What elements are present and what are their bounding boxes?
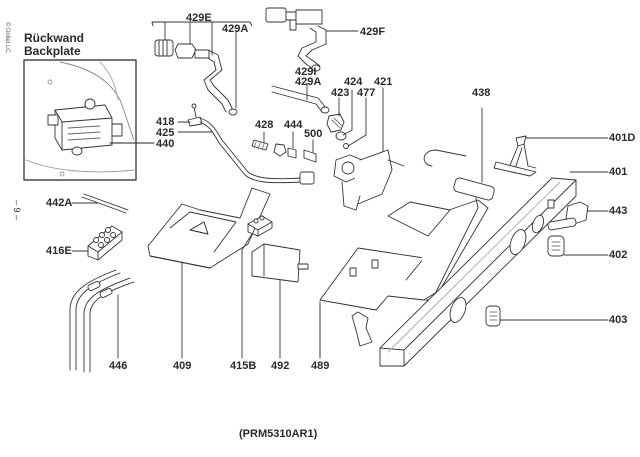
- label-418: 418: [156, 116, 175, 128]
- part-401D-bracket: [494, 136, 608, 176]
- page-number: – 9 –: [12, 200, 22, 221]
- label-424: 424: [344, 76, 363, 88]
- part-440-module: [48, 99, 154, 155]
- label-489: 489: [311, 360, 330, 372]
- part-442A: [72, 194, 128, 213]
- part-429E: [152, 22, 252, 115]
- part-416E-terminal-block: [72, 226, 122, 260]
- part-489-chassis: [320, 198, 488, 356]
- label-415B: 415B: [230, 360, 257, 372]
- label-446: 446: [109, 360, 128, 372]
- label-428: 428: [255, 119, 274, 131]
- label-443: 443: [609, 205, 628, 217]
- label-444: 444: [284, 119, 303, 131]
- label-429E: 429E: [186, 12, 212, 24]
- part-401-front-panel: [380, 172, 608, 366]
- label-438: 438: [472, 87, 491, 99]
- part-429F: [266, 8, 358, 71]
- label-425: 425: [156, 127, 175, 139]
- label-423: 423: [331, 87, 350, 99]
- label-429I: 429I: [295, 66, 317, 78]
- part-429I-tube: [272, 83, 329, 113]
- diagram-caption: (PRM5310AR1): [239, 428, 318, 440]
- inset-title-german: Rückwand: [24, 31, 85, 45]
- label-401: 401: [609, 166, 628, 178]
- part-492-box: [252, 244, 308, 358]
- part-403-knob: [486, 306, 608, 326]
- part-423-424-477: [327, 88, 383, 175]
- label-440: 440: [156, 138, 175, 150]
- label-429A-mid: 429A: [295, 76, 322, 88]
- part-428-444-500: [252, 132, 316, 162]
- label-402: 402: [609, 249, 628, 261]
- part-415B-terminal: [242, 216, 272, 358]
- backplate-inset: [24, 60, 136, 180]
- label-492: 492: [271, 360, 290, 372]
- label-401D: 401D: [609, 132, 636, 144]
- part-443-switch: [548, 202, 608, 230]
- label-409: 409: [173, 360, 192, 372]
- label-442A: 442A: [46, 197, 73, 209]
- part-409-cover: [148, 188, 270, 358]
- label-429A-top: 429A: [222, 23, 249, 35]
- part-446-wires: [70, 270, 134, 372]
- label-416E: 416E: [46, 245, 72, 257]
- part-438: [424, 108, 495, 201]
- part-425-pipe: [178, 104, 314, 184]
- label-500: 500: [304, 128, 323, 140]
- inset-title-english: Backplate: [24, 44, 81, 58]
- label-421: 421: [374, 76, 393, 88]
- label-429F: 429F: [360, 26, 386, 38]
- label-403: 403: [609, 314, 628, 326]
- label-477: 477: [357, 87, 376, 99]
- part-421-gas-valve: [334, 150, 404, 210]
- copyright-note: © Dollet LC: [4, 22, 10, 53]
- part-402-knob: [548, 236, 608, 256]
